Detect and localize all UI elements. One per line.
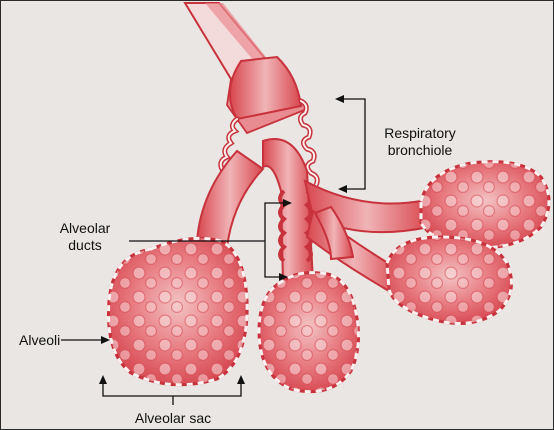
alveolar-sac-center (259, 273, 359, 392)
alveolar-sac-left (108, 238, 247, 384)
alveolar-ducts-label: Alveolar ducts (41, 220, 129, 254)
sac-arrow-right (237, 375, 245, 384)
bronchiole-bracket (339, 99, 365, 189)
respiratory-bronchiole-label: Respiratory bronchiole (366, 125, 474, 159)
bronchiole-arrow-bottom (338, 185, 347, 193)
alveolar-sac-lower-right (387, 237, 512, 324)
alveolar-sac-label: Alveolar sac (113, 410, 233, 427)
alveolar-ducts-label-line2: ducts (41, 237, 129, 254)
respiratory-bronchiole-label-line2: bronchiole (366, 142, 474, 159)
alveoli-arrow (101, 336, 110, 344)
alveoli-label: Alveoli (19, 332, 60, 349)
bronchiole-arrow-top (335, 95, 344, 103)
respiratory-bronchiole-label-line1: Respiratory (366, 125, 474, 142)
alveolar-ducts-label-line1: Alveolar (41, 220, 129, 237)
sac-arrow-left (99, 375, 107, 384)
alveolar-sac-upper-right (421, 162, 549, 248)
